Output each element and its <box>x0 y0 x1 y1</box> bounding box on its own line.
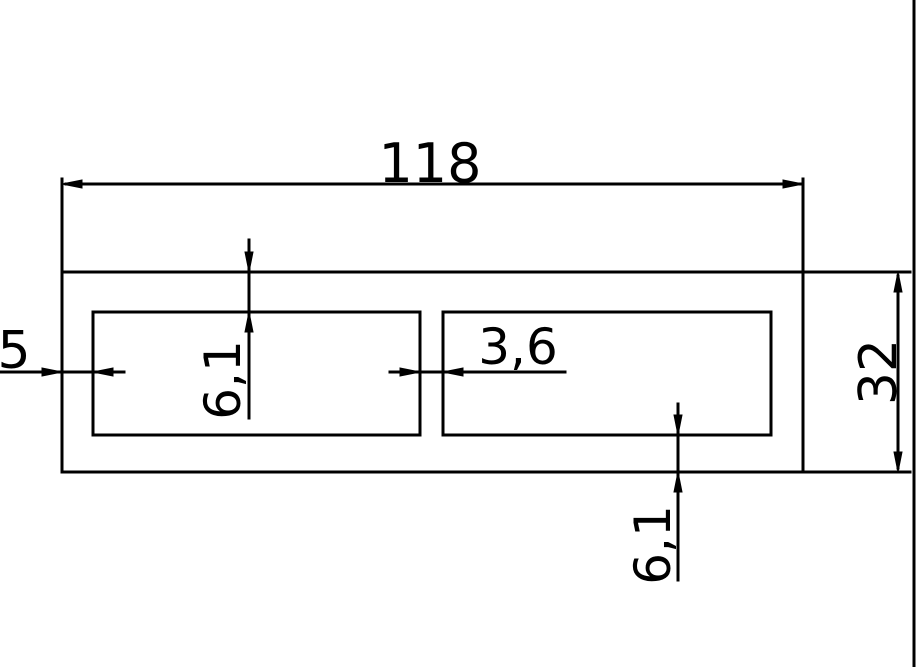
bottom-wall-arrow-inner <box>673 414 683 436</box>
width-dimension-label: 118 <box>378 132 481 195</box>
bottom-wall-dimension-label: 6,1 <box>624 505 682 585</box>
height-arrow-bottom <box>893 451 903 473</box>
dimension-top-wall: 6,1 <box>194 238 254 420</box>
dimension-overall-width: 118 <box>61 132 804 195</box>
top-wall-arrow-inner <box>244 311 254 333</box>
bottom-wall-arrow-outer <box>673 471 683 493</box>
left-wall-arrow-outer <box>41 367 63 377</box>
middle-web-arrow-right <box>442 367 464 377</box>
middle-web-arrow-left <box>399 367 421 377</box>
dimension-overall-height: 32 <box>801 270 912 474</box>
dimension-middle-web: 3,6 <box>388 318 567 377</box>
top-wall-arrow-outer <box>244 251 254 273</box>
dimension-left-wall: 5 <box>0 321 126 381</box>
width-arrow-left <box>61 179 83 189</box>
left-wall-dimension-label: 5 <box>0 321 31 381</box>
outer-profile <box>60 177 805 474</box>
width-arrow-right <box>782 179 804 189</box>
height-arrow-top <box>893 271 903 293</box>
middle-web-dimension-label: 3,6 <box>478 318 558 376</box>
top-wall-dimension-label: 6,1 <box>194 340 252 420</box>
left-wall-arrow-inner <box>92 367 114 377</box>
dimension-bottom-wall: 6,1 <box>624 402 683 585</box>
left-chamber <box>91 310 422 437</box>
height-dimension-label: 32 <box>849 339 909 405</box>
